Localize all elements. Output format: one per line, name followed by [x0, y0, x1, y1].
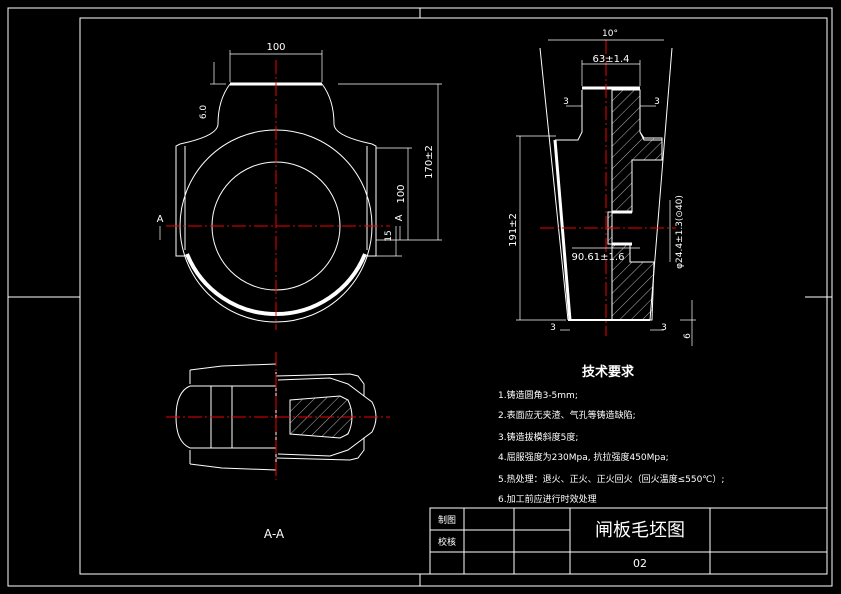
tech-requirement-4: 4.屈服强度为230Mpa, 抗拉强度450Mpa; — [498, 451, 669, 463]
dim-total-height: 170±2 — [424, 145, 435, 179]
section-view-centerlines — [166, 352, 390, 480]
dim-wall-right: 3 — [654, 97, 660, 107]
dim-bore: 90.61±1.6 — [572, 252, 625, 263]
dim-top-width-side: 63±1.4 — [592, 54, 629, 65]
dim-bottom-right: 3 — [661, 323, 667, 333]
dim-bottom-left: 3 — [550, 323, 556, 333]
side-view-dimensions — [516, 39, 696, 346]
section-view: A-A — [166, 352, 390, 541]
title-block: 制图 校核 闸板毛坯图 02 — [429, 507, 828, 575]
front-view-dimensions — [159, 50, 442, 257]
tech-requirement-5: 5.热处理：退火、正火、正火回火（回火温度≤550℃）; — [498, 473, 724, 485]
tech-requirement-1: 1.铸造圆角3-5mm; — [498, 389, 578, 401]
front-view-centerlines — [166, 60, 390, 330]
section-label: A-A — [264, 527, 285, 541]
dim-diameter: φ24.4±1.3(⊙40) — [675, 195, 685, 269]
side-view-hatch — [607, 89, 663, 321]
side-view: 10° 63±1.4 3 3 191±2 90.61±1.6 φ24.4±1.3… — [508, 29, 696, 346]
dim-lip-height: 6.0 — [199, 105, 209, 120]
title-block-drawn: 制图 — [438, 514, 456, 526]
sheet-frame — [7, 7, 833, 587]
dim-taper: 10° — [602, 29, 618, 39]
section-mark-left: A — [157, 214, 164, 225]
tech-requirement-3: 3.铸造拔模斜度5度; — [498, 431, 578, 443]
title-block-checked: 校核 — [438, 536, 456, 548]
dim-inner-height: 100 — [396, 184, 407, 203]
dim-offset: 15 — [384, 230, 394, 241]
dim-height: 191±2 — [508, 213, 519, 247]
front-view: 100 6.0 170±2 100 15 A A — [157, 42, 442, 330]
section-mark-right: A — [394, 214, 405, 221]
drawing-title: 闸板毛坯图 — [595, 520, 685, 541]
dim-top-width: 100 — [266, 42, 285, 53]
tech-requirement-6: 6.加工前应进行时效处理 — [498, 493, 597, 505]
side-view-centerlines — [540, 40, 676, 336]
dim-bottom-offset: 6 — [683, 333, 693, 339]
tech-requirements-heading: 技术要求 — [582, 364, 635, 380]
dim-wall-left: 3 — [563, 97, 569, 107]
drawing-number: 02 — [633, 557, 647, 570]
tech-requirement-2: 2.表面应无夹渣、气孔等铸造缺陷; — [498, 409, 636, 421]
tech-requirements: 技术要求 1.铸造圆角3-5mm; 2.表面应无夹渣、气孔等铸造缺陷; 3.铸造… — [498, 364, 724, 505]
